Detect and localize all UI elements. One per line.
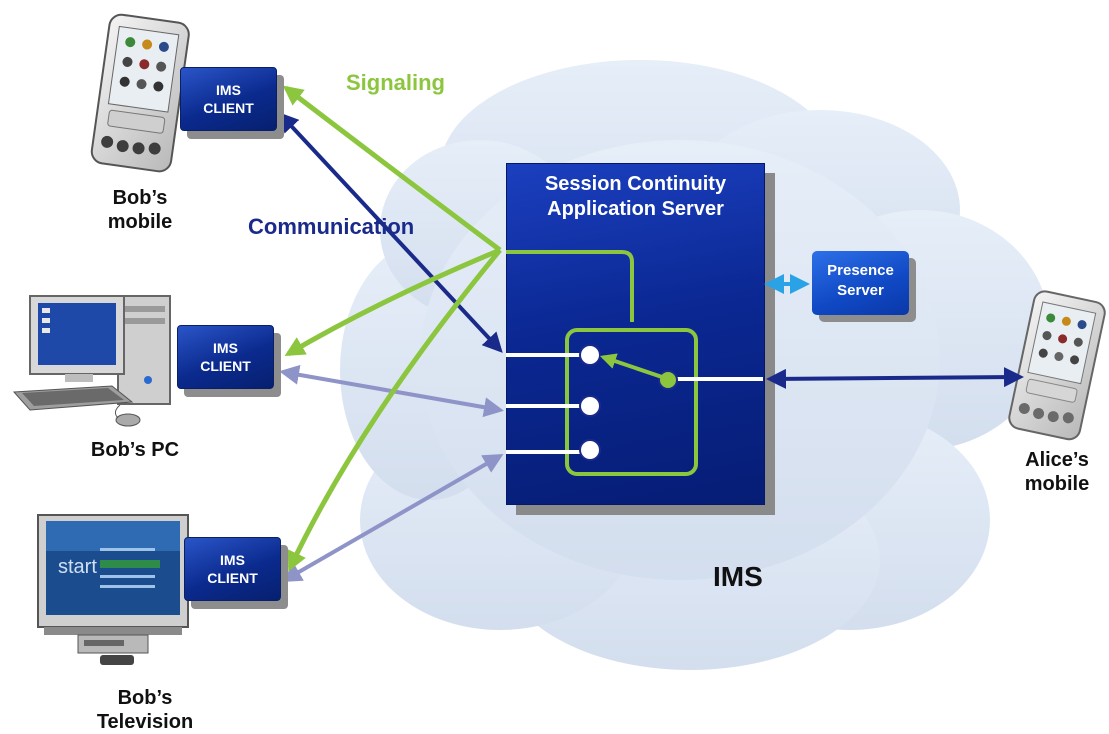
bob-mobile-label: Bob’s mobile <box>107 187 173 233</box>
tv-signaling-link <box>287 248 502 572</box>
alice-mobile-device <box>1008 290 1106 441</box>
bob-tv-device <box>37 514 189 665</box>
presence-server: Presence Server <box>812 251 909 315</box>
pc-signaling-link <box>284 247 501 357</box>
mobile-signaling-link <box>282 85 502 252</box>
ims-client-mobile: IMS CLIENT <box>180 67 277 131</box>
signaling-links <box>282 85 502 572</box>
mobile-communication-link <box>278 112 503 353</box>
signaling-label: Signaling <box>346 70 445 95</box>
presence-server-label: Presence Server <box>827 262 894 299</box>
desktop-pc-icon <box>12 295 171 427</box>
ims-client-label: IMS CLIENT <box>203 82 254 116</box>
ims-client-label: IMS CLIENT <box>200 340 251 374</box>
ims-label: IMS <box>713 561 763 592</box>
alice-mobile-label: Alice’s mobile <box>1024 449 1090 495</box>
bob-pc-label: Bob’s PC <box>90 439 180 461</box>
ims-client-tv: IMS CLIENT <box>184 537 281 601</box>
bob-pc-device <box>12 295 171 427</box>
tv-screen-start-text: start <box>58 556 97 578</box>
television-icon <box>37 514 189 665</box>
session-continuity-server: Session Continuity Application Server <box>506 163 765 505</box>
bob-mobile-device <box>90 13 190 173</box>
tv-communication-link <box>281 454 504 582</box>
ims-client-pc: IMS CLIENT <box>177 325 274 389</box>
ims-client-label: IMS CLIENT <box>207 552 258 586</box>
bob-tv-label: Bob’s Television <box>96 687 194 733</box>
pda-icon <box>90 13 190 173</box>
server-title: Session Continuity Application Server <box>544 173 727 220</box>
pda-icon <box>1008 290 1106 441</box>
communication-label: Communication <box>248 214 415 239</box>
